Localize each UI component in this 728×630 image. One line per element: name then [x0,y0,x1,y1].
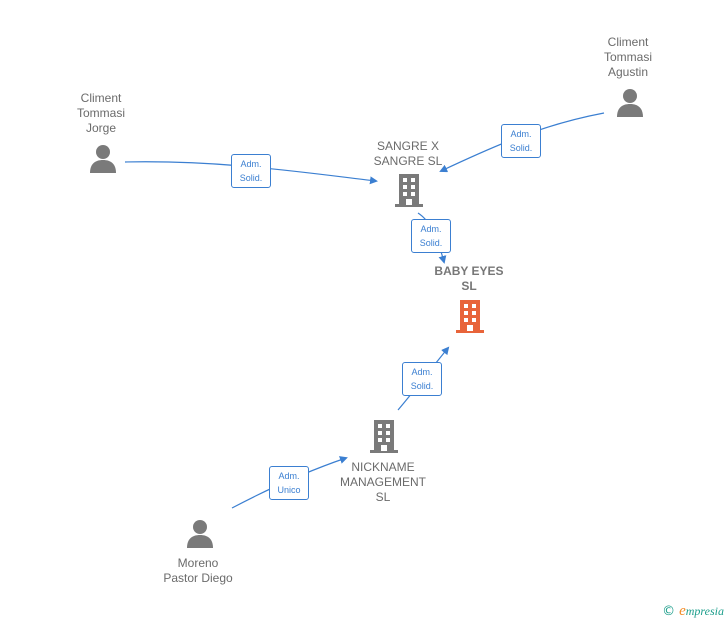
brand-logo-initial: e [679,603,686,619]
edge-label-agustin-to-sangre[interactable]: Adm. Solid. [501,124,541,158]
person-icon[interactable] [89,144,117,174]
building-icon[interactable] [393,172,425,208]
edge-label-jorge-to-sangre[interactable]: Adm. Solid. [231,154,271,188]
person-icon[interactable] [186,519,214,549]
edge-label-nickname-to-baby[interactable]: Adm. Solid. [402,362,442,396]
node-label-sangre-x-sangre-sl: SANGRE X SANGRE SL [373,139,443,168]
building-icon-focus[interactable] [454,298,486,334]
brand-logo-text: mpresia [685,604,724,618]
node-label-baby-eyes-sl: BABY EYES SL [434,264,504,293]
node-label-nickname-management-sl: NICKNAME MANAGEMENT SL [339,460,427,504]
edge-label-sangre-to-baby[interactable]: Adm. Solid. [411,219,451,253]
node-label-moreno-pastor-diego: Moreno Pastor Diego [163,556,233,585]
building-icon[interactable] [368,418,400,454]
footer-brand[interactable]: ©empresia [662,603,724,620]
node-label-climent-tommasi-agustin: Climent Tommasi Agustin [603,35,653,79]
edge-label-moreno-to-nickname[interactable]: Adm. Unico [269,466,309,500]
person-icon[interactable] [616,88,644,118]
node-label-climent-tommasi-jorge: Climent Tommasi Jorge [76,91,126,135]
copyright-symbol: © [662,604,676,619]
